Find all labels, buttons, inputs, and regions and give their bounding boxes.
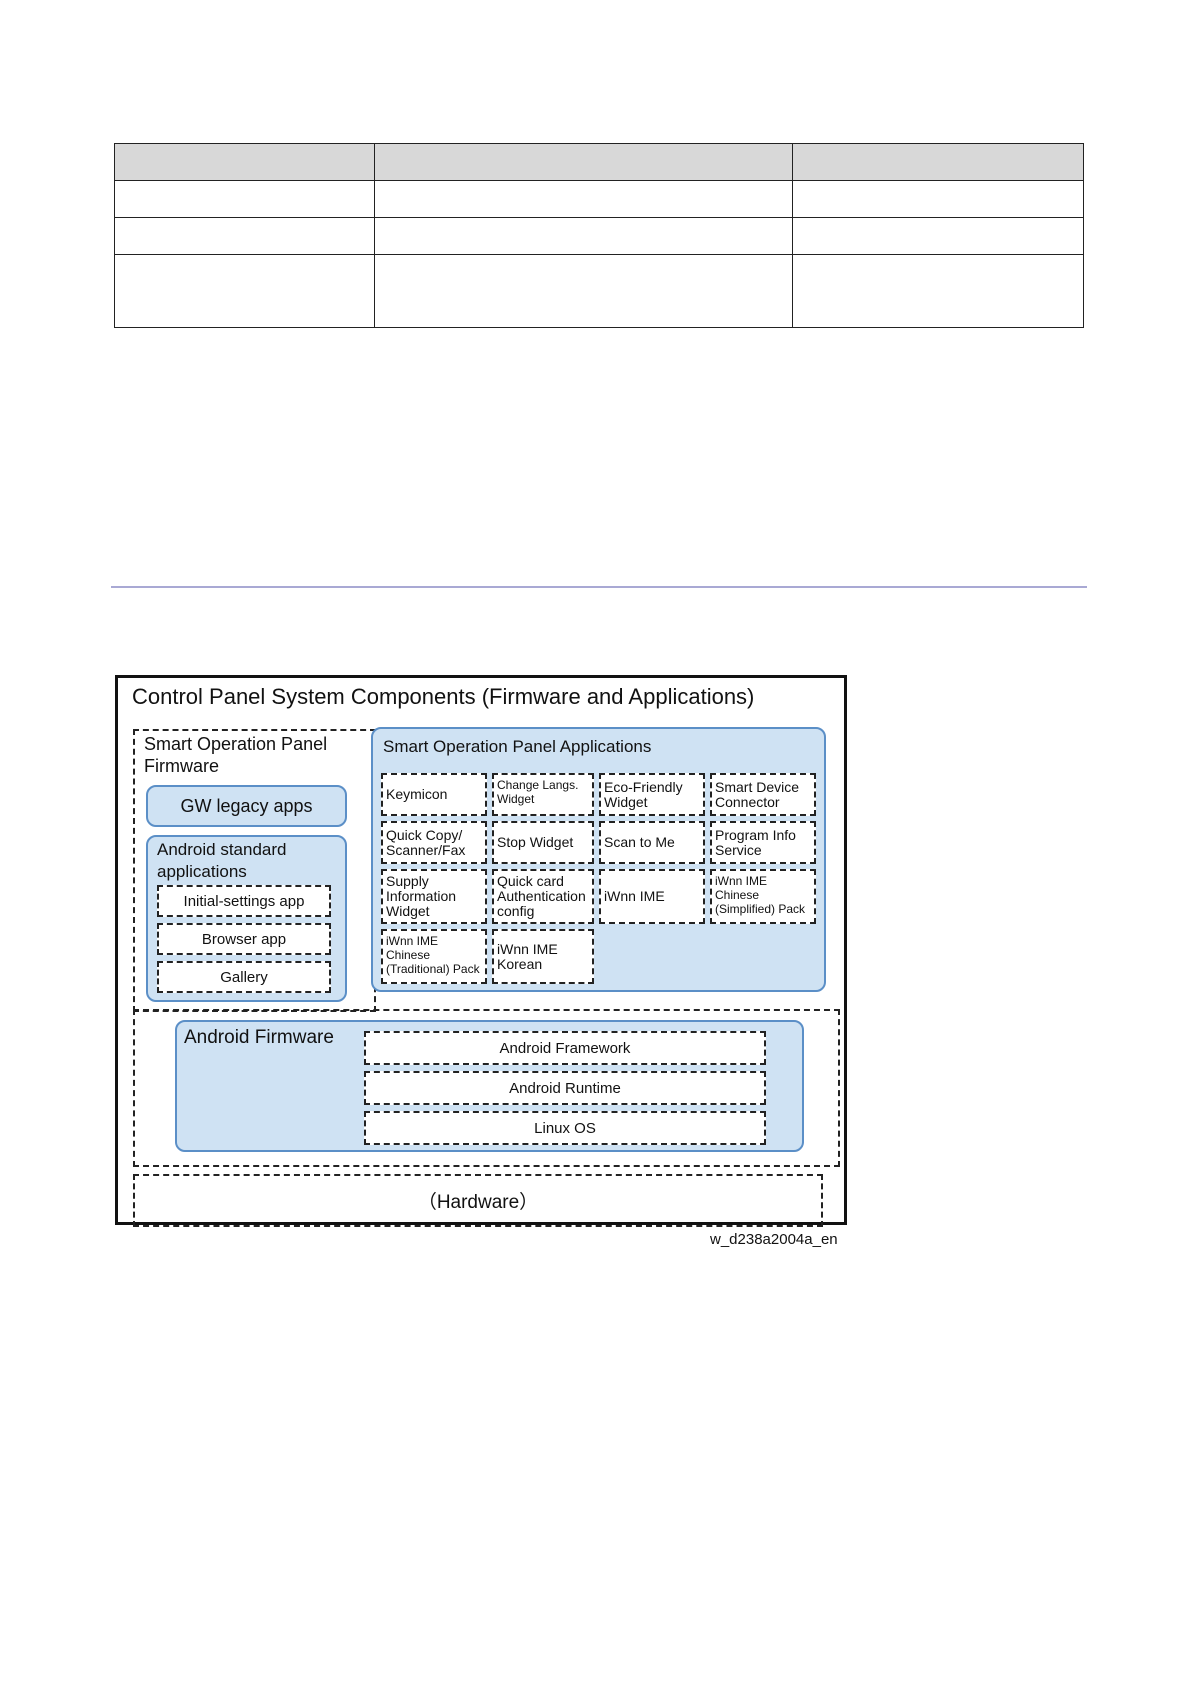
android-firmware-label: Android Firmware — [184, 1027, 334, 1048]
app-eco-friendly-widget: Eco-Friendly Widget — [599, 773, 705, 816]
app-quick-copy: Quick Copy/ Scanner/Fax — [381, 821, 487, 864]
app-change-langs-widget: Change Langs. Widget — [492, 773, 594, 816]
app-keymicon: Keymicon — [381, 773, 487, 816]
android-runtime-layer: Android Runtime — [364, 1071, 766, 1105]
info-table — [114, 143, 1084, 328]
figure-title: Control Panel System Components (Firmwar… — [132, 684, 755, 709]
sop-applications-label: Smart Operation Panel Applications — [383, 737, 652, 756]
table-row — [114, 217, 1084, 255]
app-iwnn-ime-korean: iWnn IME Korean — [492, 929, 594, 984]
app-iwnn-ime-chinese-traditional: iWnn IME Chinese (Traditional) Pack — [381, 929, 487, 984]
android-standard-apps-label: Android standard applications — [157, 840, 287, 881]
app-supply-information-widget: Supply Information Widget — [381, 869, 487, 924]
app-scan-to-me: Scan to Me — [599, 821, 705, 864]
hardware-box: （Hardware） — [133, 1174, 823, 1227]
sop-applications-box: Smart Operation Panel Applications Keymi… — [371, 727, 826, 992]
app-smart-device-connector: Smart Device Connector — [710, 773, 816, 816]
table-header-row — [114, 143, 1084, 181]
app-quick-card-auth-config: Quick card Authentication config — [492, 869, 594, 924]
app-program-info-service: Program Info Service — [710, 821, 816, 864]
system-components-figure: Control Panel System Components (Firmwar… — [115, 675, 847, 1227]
figure-caption: w_d238a2004a_en — [710, 1231, 838, 1248]
app-iwnn-ime-chinese-simplified: iWnn IME Chinese (Simplified) Pack — [710, 869, 816, 924]
initial-settings-app: Initial-settings app — [157, 885, 331, 917]
android-firmware-outer-box — [133, 1009, 840, 1167]
table-row — [114, 254, 1084, 328]
table-row — [114, 180, 1084, 218]
section-divider — [111, 586, 1087, 588]
gw-legacy-apps: GW legacy apps — [146, 785, 347, 827]
android-firmware-box: Android Firmware Android Framework Andro… — [175, 1020, 804, 1152]
android-standard-apps-box: Android standard applications Initial-se… — [146, 835, 347, 1002]
app-stop-widget: Stop Widget — [492, 821, 594, 864]
browser-app: Browser app — [157, 923, 331, 955]
android-framework-layer: Android Framework — [364, 1031, 766, 1065]
sop-firmware-label: Smart Operation Panel Firmware — [144, 734, 328, 776]
sop-firmware-box: Smart Operation Panel Firmware GW legacy… — [133, 729, 376, 1012]
app-iwnn-ime: iWnn IME — [599, 869, 705, 924]
linux-os-layer: Linux OS — [364, 1111, 766, 1145]
gallery-app: Gallery — [157, 961, 331, 993]
